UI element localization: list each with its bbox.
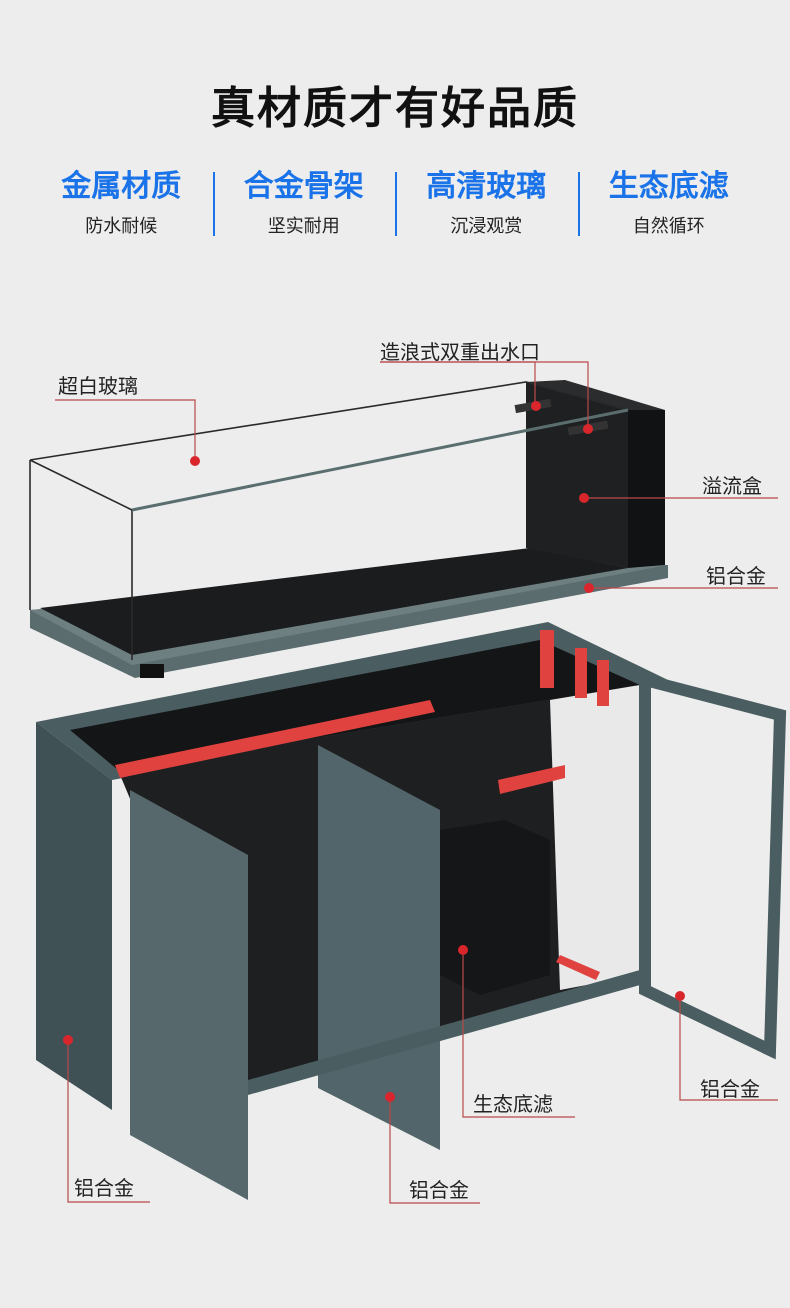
callout-sump-filter: 生态底滤 <box>473 1092 553 1116</box>
pipe <box>575 648 587 698</box>
feature-sub: 沉浸观赏 <box>450 216 523 237</box>
callout-aluminum-right-door: 铝合金 <box>700 1077 760 1101</box>
marker-dot <box>675 991 685 1001</box>
callout-aluminum-left-panel: 铝合金 <box>74 1176 134 1200</box>
marker-dot <box>583 424 593 434</box>
pipe <box>556 955 600 980</box>
pipe <box>597 660 609 706</box>
feature-sub: 防水耐候 <box>85 216 158 237</box>
feature-metal: 金属材质 防水耐候 <box>30 168 213 240</box>
page-title: 真材质才有好品质 <box>211 83 579 134</box>
marker-dot <box>63 1035 73 1045</box>
callout-aluminum-tank-base: 铝合金 <box>706 564 766 588</box>
aquarium-cabinet-illustration <box>29 361 787 1204</box>
feature-frame: 合金骨架 坚实耐用 <box>212 168 396 240</box>
callout-ultra-white-glass: 超白玻璃 <box>58 374 138 398</box>
callout-markers <box>63 401 685 1102</box>
cabinet-interior-wall <box>550 685 640 990</box>
feature-sub: 自然循环 <box>632 216 705 237</box>
feature-filter: 生态底滤 自然循环 <box>577 168 761 240</box>
overflow-box <box>526 382 628 568</box>
feature-name: 生态底滤 <box>608 169 729 204</box>
pipe <box>115 700 435 778</box>
cabinet-interior-top <box>70 640 640 770</box>
brand-plate <box>140 664 164 678</box>
cabinet-side-panel <box>36 722 112 1110</box>
cabinet-bottom-rail <box>248 970 640 1095</box>
marker-dot <box>385 1092 395 1102</box>
marker-dot <box>531 401 541 411</box>
feature-name: 合金骨架 <box>243 169 364 204</box>
sump-filter <box>440 820 550 995</box>
cabinet-center-door <box>318 745 440 1150</box>
overflow-box-side <box>628 410 665 568</box>
marker-dot <box>190 456 200 466</box>
callout-lines <box>55 361 778 1204</box>
marker-dot <box>579 493 589 503</box>
cabinet <box>36 622 787 1200</box>
callout-overflow-box: 溢流盒 <box>702 474 762 498</box>
feature-name: 高清玻璃 <box>426 169 547 204</box>
marker-dot <box>584 583 594 593</box>
callout-wave-outlet: 造浪式双重出水口 <box>380 340 540 364</box>
glass-edge-front <box>131 408 629 512</box>
aquarium-tank <box>29 380 668 678</box>
feature-sub: 坚实耐用 <box>267 216 340 237</box>
feature-name: 金属材质 <box>61 169 182 204</box>
pipe <box>540 630 554 688</box>
cabinet-right-glass-door <box>639 672 787 1060</box>
cabinet-left-door <box>130 790 248 1200</box>
overflow-box-top <box>526 380 665 410</box>
pipe <box>498 765 565 794</box>
callout-aluminum-center-door: 铝合金 <box>409 1178 469 1202</box>
marker-dot <box>458 945 468 955</box>
feature-bar: 金属材质 防水耐候 合金骨架 坚实耐用 高清玻璃 沉浸观赏 生态底滤 自然循环 <box>30 168 760 240</box>
feature-glass: 高清玻璃 沉浸观赏 <box>395 168 578 240</box>
tank-bottom <box>40 548 628 655</box>
